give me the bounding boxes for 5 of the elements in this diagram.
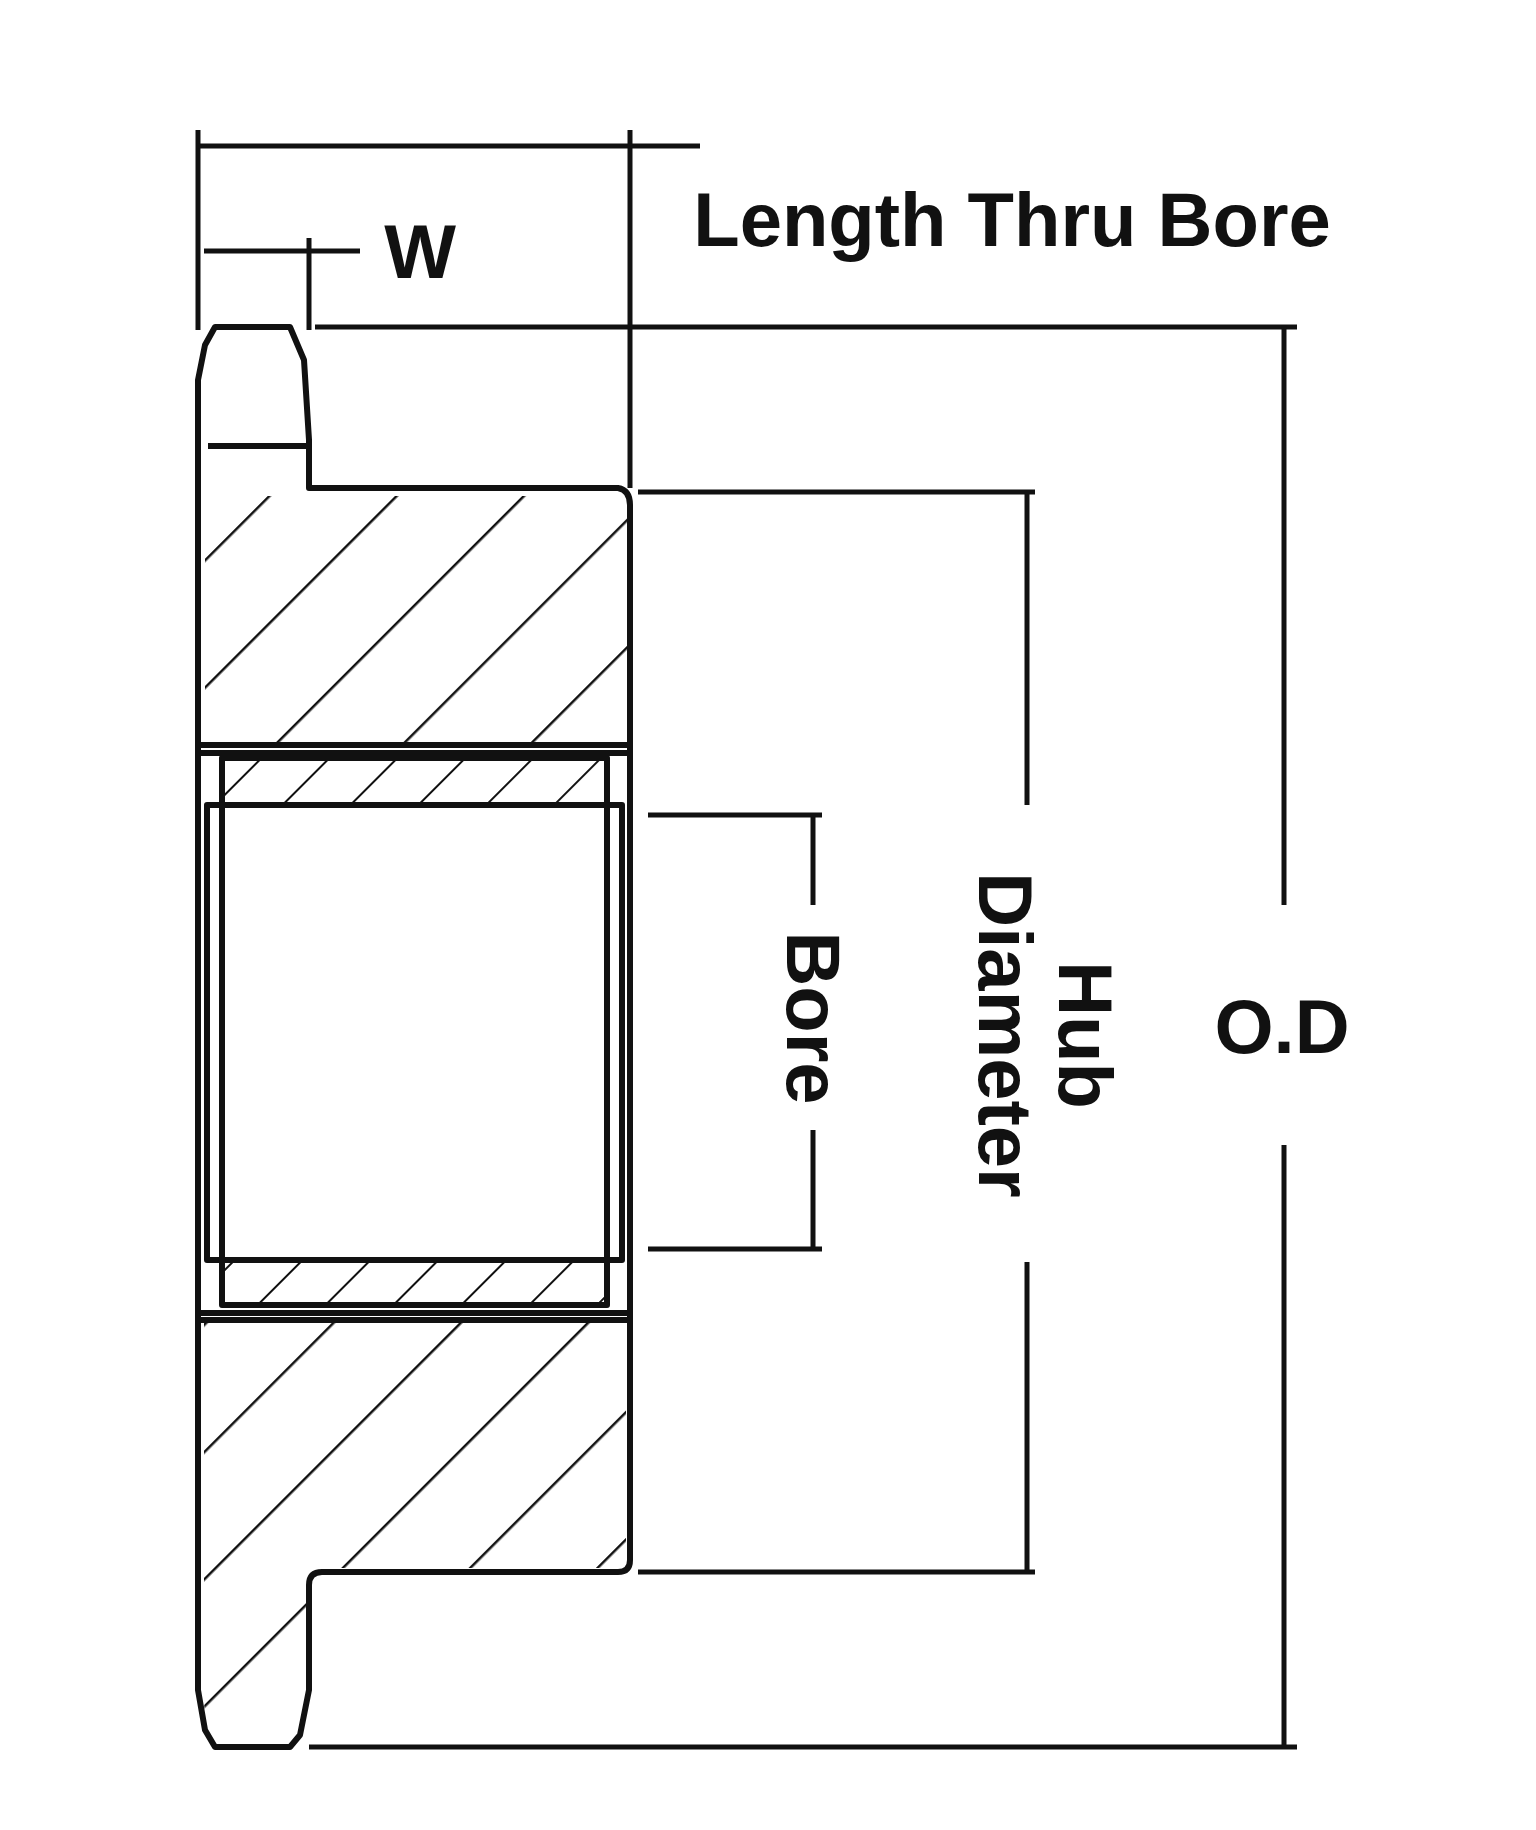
dimension-label: O.D (1213, 987, 1351, 1067)
dimension-label: Hub Diameter (965, 871, 1125, 1200)
dimension-label: W (383, 212, 457, 292)
dimension-label: Bore (773, 930, 853, 1107)
dimension-label: Length Thru Bore (692, 180, 1332, 260)
